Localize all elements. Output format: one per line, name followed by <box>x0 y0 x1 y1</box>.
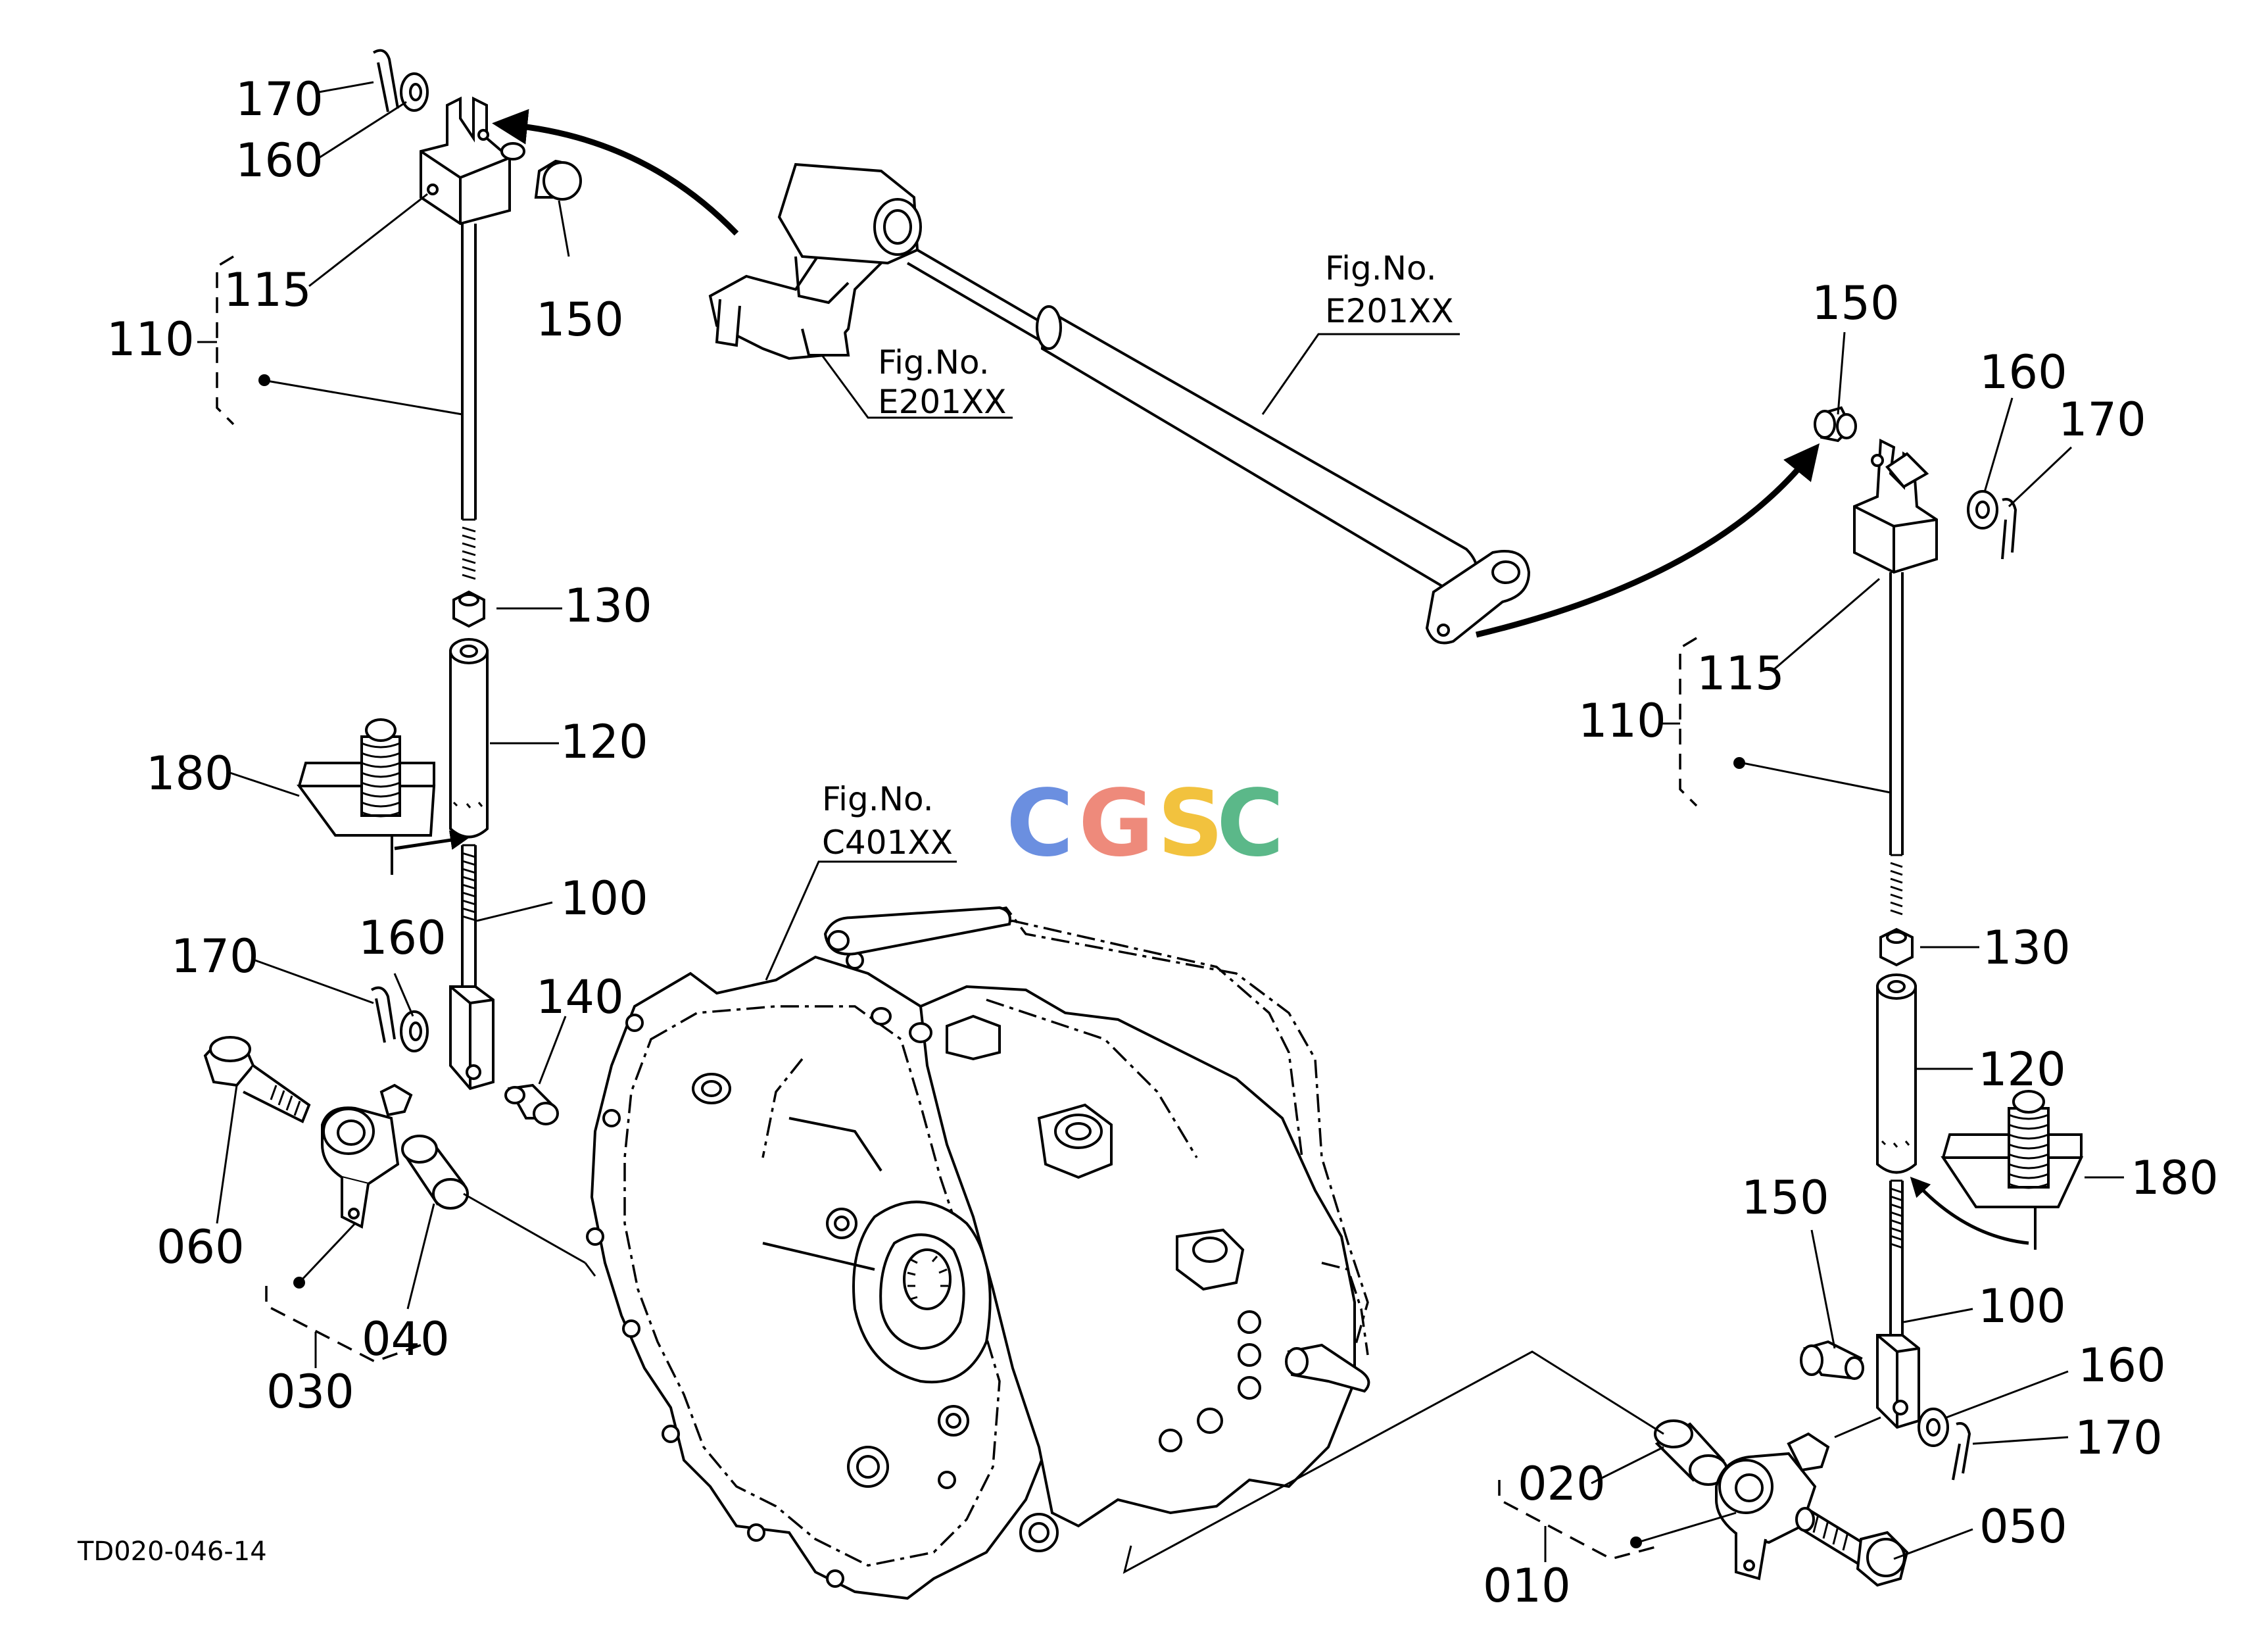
clevis-115-top-right <box>1853 438 1938 574</box>
label-160-top-left: 160 <box>235 134 324 187</box>
part-labels-right: 150 160 170 115 110 130 120 180 150 100 … <box>1483 276 2219 1613</box>
fitting-pipe-right <box>1285 1262 1370 1393</box>
splined-input-shaft <box>826 1208 952 1310</box>
label-180-left: 180 <box>146 747 234 800</box>
label-180-right: 180 <box>2131 1151 2219 1205</box>
watermark-letter-c1: C <box>1006 770 1074 877</box>
fig-reference-transmission: Fig.No. C401XX <box>822 780 953 862</box>
watermark-logo: C G S C <box>1006 770 1284 877</box>
sleeve-120-right <box>1876 973 1917 1174</box>
watermark-letter-s: S <box>1157 770 1224 877</box>
label-150-left: 150 <box>536 293 624 347</box>
washer-160-top-right <box>1967 490 1998 529</box>
transmission-housing <box>586 906 1370 1600</box>
label-130-left: 130 <box>564 579 652 633</box>
cotter-pin-170-top-right <box>2001 498 2017 560</box>
shaft-long <box>906 249 1479 601</box>
rod-110-left <box>461 224 477 580</box>
fig-ref-1-line2: E201XX <box>878 383 1007 421</box>
label-010-right: 010 <box>1483 1559 1571 1613</box>
pin-140-left <box>504 1083 559 1125</box>
right-linkage-assembly <box>1654 406 2084 1587</box>
clevis-115-top-left <box>420 96 511 226</box>
label-110-left: 110 <box>107 312 195 366</box>
shift-lever-and-shaft <box>492 109 1820 645</box>
label-040-left: 040 <box>362 1312 450 1366</box>
label-150-top-right: 150 <box>1812 276 1900 330</box>
cotter-pin-170-bottom-right <box>1952 1422 1971 1481</box>
label-115-right: 115 <box>1697 647 1785 701</box>
lever-end-right <box>1425 550 1531 645</box>
bushing-020-right <box>1654 1419 1728 1486</box>
fig-ref-1-line1: Fig.No. <box>878 343 990 381</box>
bushing-040-left <box>401 1135 469 1210</box>
label-170-top-left: 170 <box>235 72 324 126</box>
diagram-code: TD020-046-14 <box>77 1536 267 1567</box>
label-170-bottom-right: 170 <box>2075 1411 2163 1465</box>
label-150-bottom-right: 150 <box>1741 1171 1829 1225</box>
arm-010-right <box>1715 1432 1830 1581</box>
label-050-right: 050 <box>1979 1500 2067 1554</box>
label-170-bottom-left: 170 <box>171 929 259 983</box>
threaded-rod-100-right <box>1876 1179 1920 1429</box>
label-140-left: 140 <box>536 970 624 1024</box>
gearbox-bosses <box>847 1007 1261 1552</box>
label-020-right: 020 <box>1518 1457 1606 1511</box>
bell-bolt-holes <box>586 951 956 1588</box>
part-labels-left: 170 160 115 110 150 130 120 180 100 170 … <box>107 72 652 1419</box>
nut-130-right <box>1879 927 1914 967</box>
spring-bracket-180-right <box>1910 1090 2084 1250</box>
label-100-left: 100 <box>560 872 648 925</box>
washer-160-bottom-left <box>400 1010 429 1052</box>
watermark-letter-g: G <box>1078 770 1154 877</box>
label-170-top-right: 170 <box>2058 393 2146 447</box>
fig-ref-2-line1: Fig.No. <box>1325 249 1437 287</box>
arm-030-left <box>321 1083 413 1229</box>
label-100-right: 100 <box>1978 1279 2066 1333</box>
label-160-top-right: 160 <box>1979 345 2067 399</box>
label-130-right: 130 <box>1983 921 2071 975</box>
cotter-pin-170-bottom-left <box>370 986 396 1043</box>
washer-160-top-left <box>400 72 429 112</box>
rod-110-right <box>1889 572 1904 916</box>
arrow-to-left-clevis <box>492 109 739 236</box>
cotter-pin-170-top-left <box>372 49 399 112</box>
fig-ref-3-line2: C401XX <box>822 823 953 862</box>
bolt-050-right <box>1795 1507 1909 1587</box>
left-linkage-assembly <box>203 49 582 1229</box>
arrow-to-right-clevis <box>1475 443 1820 638</box>
bolt-060-left <box>203 1036 311 1123</box>
label-030-left: 030 <box>266 1365 354 1419</box>
washer-160-bottom-right <box>1918 1408 1949 1447</box>
label-120-left: 120 <box>560 715 648 769</box>
pin-150-bottom-right <box>1800 1340 1864 1380</box>
label-110-right: 110 <box>1578 694 1666 748</box>
label-115-left: 115 <box>224 263 312 317</box>
label-160-bottom-left: 160 <box>358 911 446 965</box>
label-120-right: 120 <box>1978 1043 2066 1096</box>
spring-bracket-180-left <box>297 718 470 875</box>
fig-ref-3-line1: Fig.No. <box>822 780 934 818</box>
pin-150-top-left <box>500 142 582 201</box>
fig-reference-shift-lever: Fig.No. E201XX <box>878 343 1007 421</box>
sleeve-120-left <box>449 638 489 839</box>
nut-130-left <box>452 590 485 628</box>
label-060-left: 060 <box>157 1220 245 1274</box>
pin-150-top-right <box>1814 406 1857 443</box>
label-160-bottom-right: 160 <box>2078 1339 2166 1392</box>
leader-lines <box>197 81 2124 1574</box>
threaded-rod-100-left <box>449 844 495 1091</box>
watermark-letter-c2: C <box>1217 770 1284 877</box>
fig-reference-shaft: Fig.No. E201XX <box>1325 249 1454 330</box>
fig-ref-2-line2: E201XX <box>1325 292 1454 330</box>
